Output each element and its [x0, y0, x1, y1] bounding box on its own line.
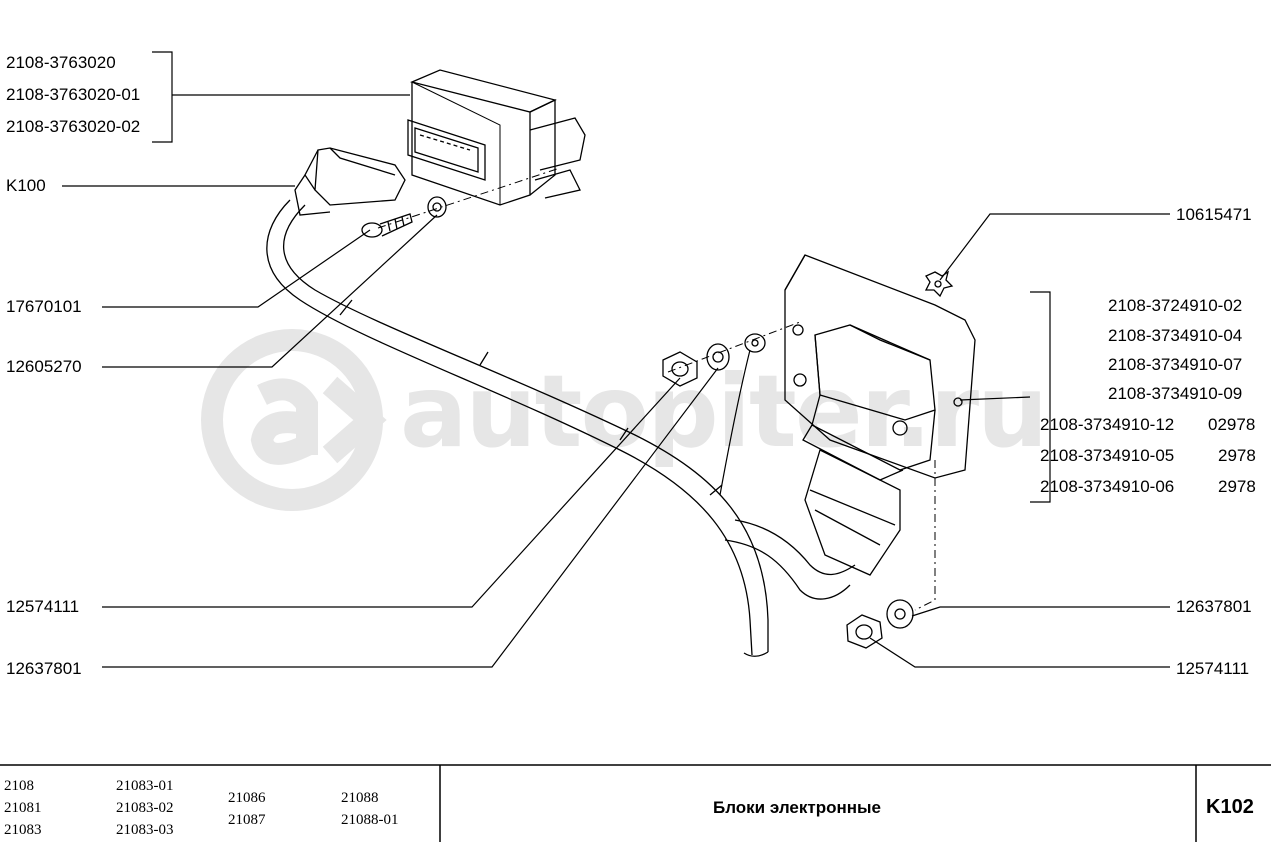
- washer-left: [427, 196, 447, 218]
- star-washer: [924, 270, 954, 298]
- model-21083: 21083: [4, 822, 42, 838]
- washer-middle: [706, 343, 730, 371]
- model-21088: 21088: [341, 790, 379, 806]
- screw: [361, 213, 413, 238]
- nut-lower-right: [846, 614, 883, 649]
- screw-label: 17670101: [6, 297, 82, 316]
- switch-module: [784, 254, 976, 576]
- washer-bottom-left-label: 12637801: [6, 659, 82, 678]
- ground-terminal: [744, 333, 766, 353]
- model-21086: 21086: [228, 790, 266, 806]
- model-2108: 2108: [4, 778, 34, 794]
- relay-part-2: 2108-3763020-01: [6, 85, 141, 104]
- model-21083-01: 21083-01: [116, 778, 174, 794]
- leader-lines: [62, 51, 1170, 668]
- model-21083-03: 21083-03: [116, 822, 174, 838]
- switch-part-7: 2108-3734910-06: [1040, 477, 1175, 496]
- watermark-logo: [201, 329, 387, 511]
- switch-part-6-suffix: 2978: [1218, 446, 1256, 465]
- model-21088-01: 21088-01: [341, 812, 399, 828]
- switch-part-5: 2108-3734910-12: [1040, 415, 1175, 434]
- switch-part-6: 2108-3734910-05: [1040, 446, 1175, 465]
- washer-right-label: 12637801: [1176, 597, 1252, 616]
- nut-right-label: 12574111: [1176, 659, 1250, 678]
- model-21087: 21087: [228, 812, 266, 828]
- switch-part-4: 2108-3734910-09: [1108, 384, 1243, 403]
- nut-middle: [662, 351, 698, 387]
- relay-part-1: 2108-3763020: [6, 53, 116, 72]
- star-washer-label: 10615471: [1176, 205, 1252, 224]
- title-block-frame: [0, 764, 1271, 842]
- diagram-title: Блоки электронные: [713, 798, 881, 817]
- page-code: K102: [1206, 796, 1254, 818]
- switch-part-3: 2108-3734910-07: [1108, 355, 1243, 374]
- k100-label: K100: [6, 176, 46, 195]
- switch-part-1: 2108-3724910-02: [1108, 296, 1243, 315]
- washer-lower-right: [886, 599, 914, 629]
- switch-part-7-suffix: 2978: [1218, 477, 1256, 496]
- assembly-lines: [377, 167, 936, 611]
- relay-part-3: 2108-3763020-02: [6, 117, 141, 136]
- k100-connector: [294, 147, 406, 216]
- model-21083-02: 21083-02: [116, 800, 174, 816]
- washer-left-label: 12605270: [6, 357, 82, 376]
- relay-block: [407, 69, 586, 206]
- model-21081: 21081: [4, 800, 42, 816]
- wiring-harness: [266, 199, 856, 657]
- switch-part-2: 2108-3734910-04: [1108, 326, 1243, 345]
- nut-left-label: 12574111: [6, 597, 80, 616]
- switch-part-5-suffix: 02978: [1208, 415, 1256, 434]
